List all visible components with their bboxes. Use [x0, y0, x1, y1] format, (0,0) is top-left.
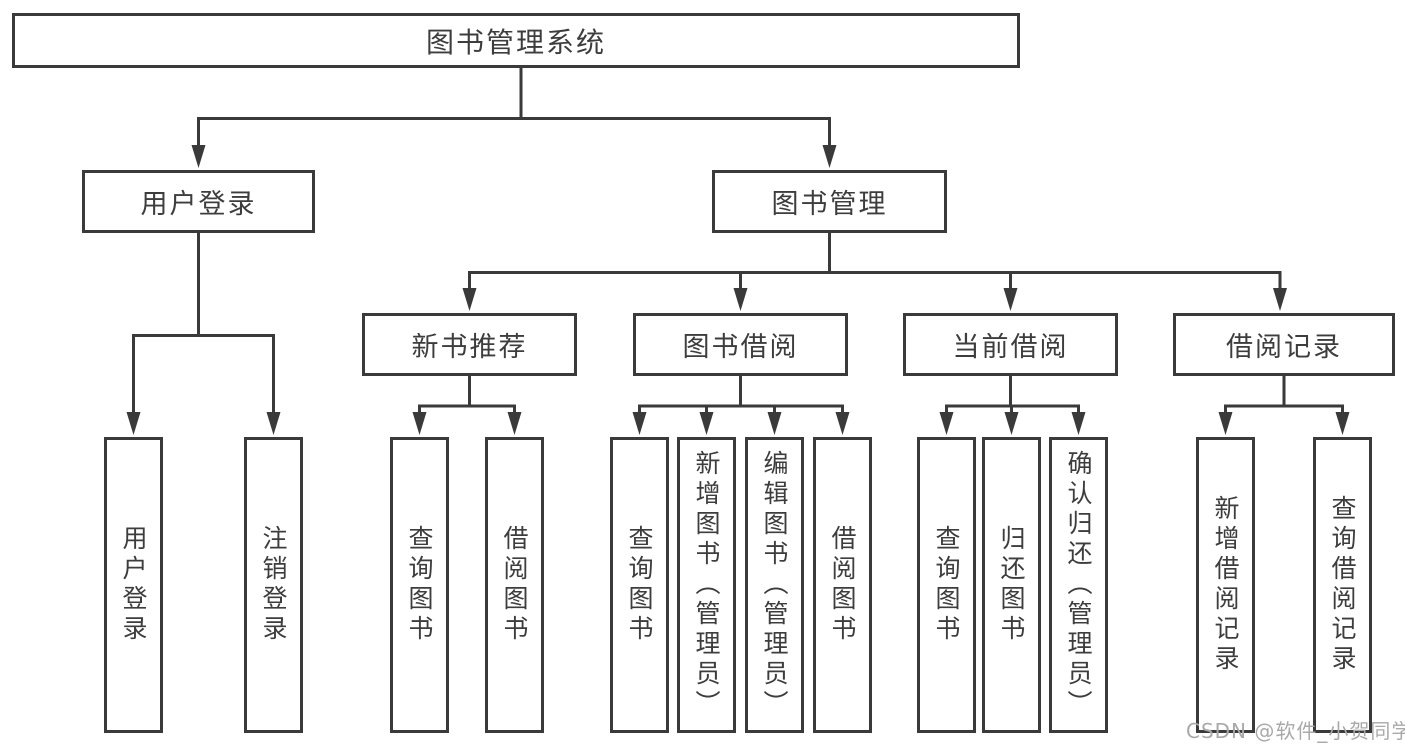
node-current-borrow: 当前借阅 — [903, 313, 1118, 376]
leaf-add-borrow-record: 新增借阅记录 — [1196, 437, 1255, 733]
leaf-logout: 注销登录 — [244, 437, 303, 733]
leaf-query-borrow-record: 查询借阅记录 — [1313, 437, 1372, 733]
leaf-edit-book-admin: 编辑图书（管理员） — [745, 437, 804, 733]
leaf-confirm-return-admin: 确认归还（管理员） — [1049, 437, 1108, 733]
leaf-borrow-books: 借阅图书 — [813, 437, 872, 733]
node-user-login: 用户登录 — [82, 170, 315, 233]
node-library-system: 图书管理系统 — [12, 13, 1020, 68]
leaf-add-book-admin: 新增图书（管理员） — [677, 437, 736, 733]
node-new-book-recommend: 新书推荐 — [362, 313, 577, 376]
watermark: CSDN @软件_小贺同学 — [1186, 719, 1405, 743]
leaf-user-login: 用户登录 — [104, 437, 163, 733]
node-borrow-records: 借阅记录 — [1173, 313, 1395, 376]
leaf-query-books-recommend: 查询图书 — [390, 437, 449, 733]
leaf-query-books-current: 查询图书 — [917, 437, 976, 733]
node-book-borrow: 图书借阅 — [633, 313, 848, 376]
node-book-management: 图书管理 — [712, 170, 947, 233]
leaf-borrow-books-recommend: 借阅图书 — [485, 437, 544, 733]
leaf-return-book: 归还图书 — [982, 437, 1041, 733]
leaf-query-books-borrow: 查询图书 — [610, 437, 669, 733]
